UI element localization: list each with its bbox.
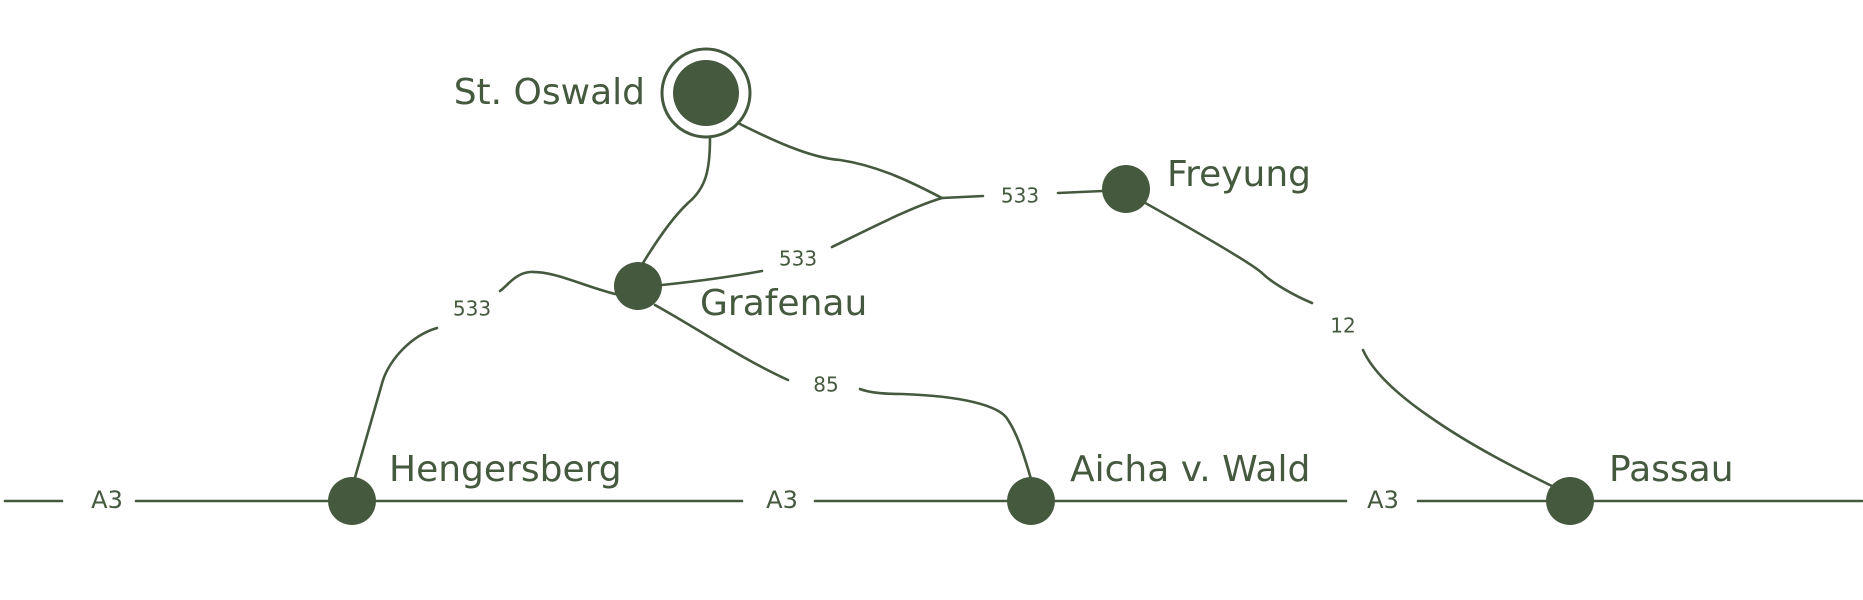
town-st-oswald: St. Oswald (454, 47, 752, 139)
town-passau: Passau (1546, 449, 1734, 525)
aicha-marker-icon (1007, 477, 1055, 525)
b85-aicha (858, 387, 1035, 488)
b533-st-oswald-freyung (738, 122, 985, 200)
town-label-freyung: Freyung (1167, 154, 1311, 195)
st-oswald-marker-icon (673, 60, 739, 126)
town-aicha: Aicha v. Wald (1007, 449, 1310, 525)
town-label-hengersberg: Hengersberg (389, 449, 622, 490)
b12-freyung (1138, 198, 1314, 305)
label-b12: 12 (1330, 314, 1355, 338)
b85-grafenau (653, 303, 790, 382)
label-b533-grafenau-east: 533 (779, 247, 817, 271)
passau-marker-icon (1546, 477, 1594, 525)
b533-grafenau-west (498, 270, 617, 296)
town-label-passau: Passau (1609, 449, 1734, 490)
town-label-grafenau: Grafenau (700, 283, 867, 324)
town-label-st-oswald: St. Oswald (454, 72, 645, 113)
label-a3-east: A3 (1367, 486, 1399, 514)
town-freyung: Freyung (1102, 154, 1311, 213)
town-label-aicha: Aicha v. Wald (1070, 449, 1310, 490)
hengersberg-marker-icon (328, 477, 376, 525)
label-a3-middle: A3 (766, 486, 798, 514)
b12-passau (1361, 348, 1558, 490)
b533-hengersberg (350, 326, 439, 490)
town-hengersberg: Hengersberg (328, 449, 622, 525)
b533-grafenau-east (660, 269, 764, 287)
grafenau-marker-icon (614, 262, 662, 310)
b533-junction-link (830, 196, 944, 249)
label-b533-grafenau-west: 533 (453, 297, 491, 321)
freyung-marker-icon (1102, 165, 1150, 213)
road-st-oswald-grafenau (638, 136, 712, 270)
label-b85: 85 (813, 373, 838, 397)
label-b533-freyung: 533 (1001, 184, 1039, 208)
st-oswald-ring-icon (660, 47, 752, 139)
town-grafenau: Grafenau (614, 262, 867, 324)
label-a3-west: A3 (91, 486, 123, 514)
